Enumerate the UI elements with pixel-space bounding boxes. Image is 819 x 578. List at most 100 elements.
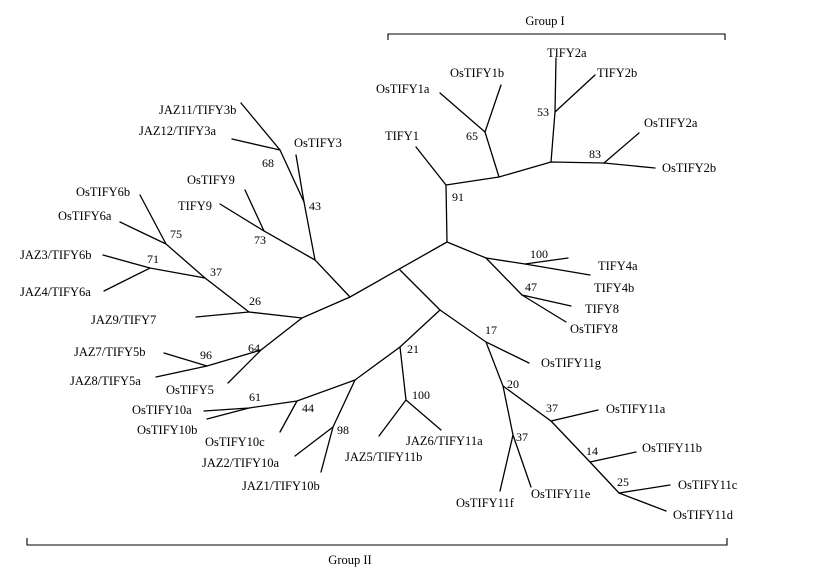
branch	[294, 426, 334, 457]
bootstrap-value: 73	[254, 233, 266, 247]
group-1-label: Group I	[525, 14, 564, 28]
leaf-label: JAZ1/TIFY10b	[242, 479, 320, 493]
leaf-label: OsTIFY11g	[541, 356, 602, 370]
bootstrap-value: 75	[170, 227, 182, 241]
leaf-label: JAZ9/TIFY7	[91, 313, 156, 327]
bootstrap-value: 68	[262, 156, 274, 170]
leaf-label: OsTIFY3	[294, 136, 342, 150]
leaf-label: JAZ12/TIFY3a	[139, 124, 217, 138]
branch	[550, 57, 557, 163]
branch	[248, 241, 448, 319]
branch	[244, 189, 265, 232]
branch	[240, 102, 305, 203]
bootstrap-value: 61	[249, 390, 261, 404]
bootstrap-value: 26	[249, 294, 261, 308]
leaf-label: JAZ11/TIFY3b	[159, 103, 236, 117]
branch	[589, 461, 671, 494]
leaf-label: OsTIFY6a	[58, 209, 112, 223]
leaf-label: OsTIFY11e	[531, 487, 591, 501]
group-2-label: Group II	[328, 553, 371, 567]
leaf-label: OsTIFY2b	[662, 161, 716, 175]
group-2-bracket	[26, 538, 728, 546]
leaf-label: OsTIFY10a	[132, 403, 192, 417]
branch	[485, 341, 599, 422]
leaf-label: OsTIFY11a	[606, 402, 666, 416]
leaf-label: JAZ8/TIFY5a	[70, 374, 141, 388]
branch	[521, 294, 567, 323]
branch	[163, 352, 208, 367]
leaf-label: OsTIFY1b	[450, 66, 504, 80]
bootstrap-value: 37	[516, 430, 528, 444]
bootstrap-values: 91 65 53 83 100 47 17 20 37 14 25 37 21 …	[147, 105, 629, 489]
leaf-label: OsTIFY10c	[205, 435, 265, 449]
branch	[279, 400, 298, 433]
tree-branches	[102, 57, 671, 512]
bootstrap-value: 71	[147, 252, 159, 266]
leaf-label: TIFY4b	[594, 281, 634, 295]
branch	[618, 492, 667, 512]
leaf-label: OsTIFY10b	[137, 423, 197, 437]
bootstrap-value: 98	[337, 423, 349, 437]
bootstrap-value: 21	[407, 342, 419, 356]
bootstrap-value: 37	[546, 401, 558, 415]
bootstrap-value: 100	[412, 388, 430, 402]
leaf-label: JAZ7/TIFY5b	[74, 345, 146, 359]
branch	[231, 138, 281, 151]
branch	[195, 311, 250, 318]
branch	[415, 146, 448, 243]
bootstrap-value: 96	[200, 348, 212, 362]
bootstrap-value: 91	[452, 190, 464, 204]
branch	[445, 161, 656, 186]
branch	[227, 317, 303, 384]
leaf-label: TIFY2a	[547, 46, 587, 60]
leaf-label: OsTIFY11b	[642, 441, 702, 455]
branch	[219, 203, 316, 261]
leaf-label: TIFY9	[178, 199, 212, 213]
leaf-label: TIFY2b	[597, 66, 637, 80]
bootstrap-value: 53	[537, 105, 549, 119]
leaf-label: TIFY4a	[598, 259, 638, 273]
branch	[484, 84, 502, 133]
bootstrap-value: 44	[302, 401, 314, 415]
branch	[399, 269, 441, 311]
branch	[405, 399, 442, 431]
group-brackets	[26, 33, 728, 546]
leaf-label: OsTIFY6b	[76, 185, 130, 199]
leaf-label: OsTIFY11c	[678, 478, 738, 492]
leaf-label: JAZ6/TIFY11a	[406, 434, 483, 448]
branch	[203, 379, 356, 412]
branch	[103, 267, 250, 313]
leaf-label: TIFY1	[385, 129, 419, 143]
bootstrap-value: 47	[525, 280, 537, 294]
leaf-label: TIFY8	[585, 302, 619, 316]
bootstrap-value: 25	[617, 475, 629, 489]
branch	[378, 346, 407, 437]
leaf-label: OsTIFY2a	[644, 116, 698, 130]
bootstrap-value: 20	[507, 377, 519, 391]
branch	[102, 254, 151, 269]
branch	[206, 407, 250, 420]
bootstrap-value: 64	[248, 341, 260, 355]
leaf-label: OsTIFY8	[570, 322, 618, 336]
bootstrap-value: 65	[466, 129, 478, 143]
leaf-label: OsTIFY9	[187, 173, 235, 187]
leaf-label: JAZ2/TIFY10a	[202, 456, 280, 470]
leaf-label: OsTIFY1a	[376, 82, 430, 96]
branch	[512, 434, 532, 488]
branch	[603, 132, 640, 164]
leaf-label: OsTIFY11f	[456, 496, 515, 510]
bootstrap-value: 100	[530, 247, 548, 261]
bootstrap-value: 43	[309, 199, 321, 213]
branch	[446, 241, 591, 276]
leaf-label: JAZ5/TIFY11b	[345, 450, 422, 464]
bootstrap-value: 17	[485, 323, 497, 337]
leaf-label: OsTIFY5	[166, 383, 214, 397]
leaf-label: JAZ3/TIFY6b	[20, 248, 92, 262]
bootstrap-value: 83	[589, 147, 601, 161]
bootstrap-value: 37	[210, 265, 222, 279]
leaf-label: OsTIFY11d	[673, 508, 734, 522]
leaf-labels: OsTIFY1a OsTIFY1b TIFY2a TIFY2b OsTIFY2a…	[20, 46, 738, 522]
branch	[554, 74, 596, 113]
leaf-label: JAZ4/TIFY6a	[20, 285, 91, 299]
